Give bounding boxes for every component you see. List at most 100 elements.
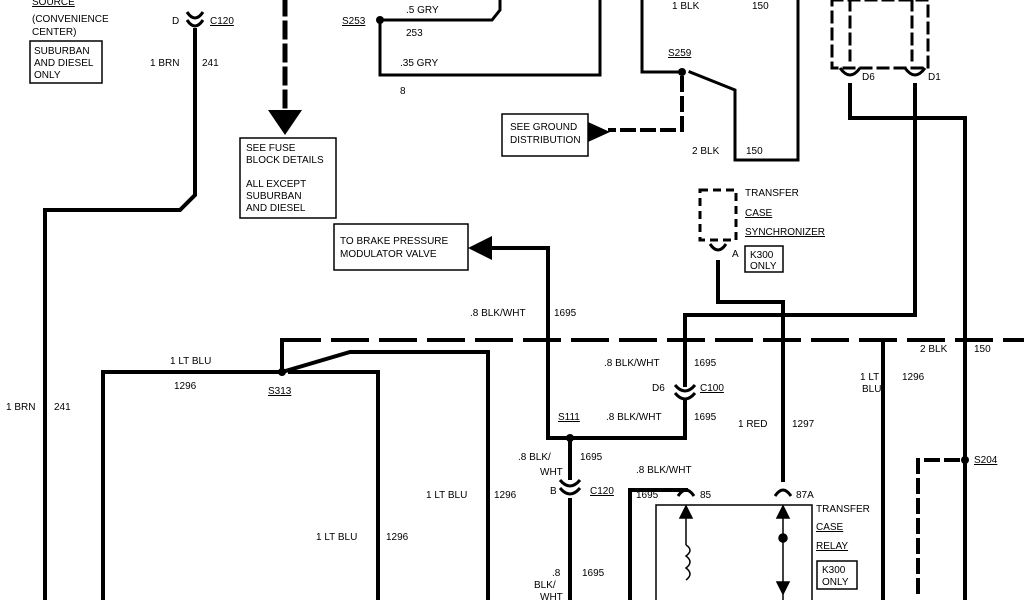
wire-8blk-left-2: WHT [540, 467, 563, 478]
wire-1red-label: 1 RED [738, 419, 767, 430]
k300-box-relay [816, 560, 858, 590]
sync-label-3: SYNCHRONIZER [745, 227, 825, 238]
brake-arrow [468, 236, 492, 260]
wire-8-bottom-label: .8 [552, 568, 561, 579]
s204-dot [961, 456, 969, 464]
wire-ltblu-s313-down [279, 338, 490, 600]
brake-note-box [333, 223, 469, 271]
wire-8blkwht-relay-label: .8 BLK/WHT [636, 465, 692, 476]
s313-dot [278, 368, 286, 376]
relay-up-arrow-left [678, 504, 694, 519]
relay-pin-87a: 87A [796, 490, 814, 501]
wire-1296-b-label: 1296 [494, 490, 517, 501]
wire-8blkwht-s111-label: .8 BLK/WHT [606, 412, 662, 423]
s253-dot [376, 16, 384, 24]
s259-dot [678, 68, 686, 76]
suburban-line-1: SUBURBAN [34, 46, 90, 57]
wire-241-left-label: 241 [54, 402, 71, 413]
connector-box-dashed [830, 0, 930, 70]
c120-top-symbol [185, 11, 205, 28]
k300-relay-2: ONLY [822, 577, 849, 588]
s259-label: S259 [668, 48, 692, 59]
brake-note-2: MODULATOR VALVE [340, 249, 437, 260]
sync-label-2: CASE [745, 208, 773, 219]
c120-top-label: C120 [210, 16, 234, 27]
wire-blk-bottom-1: BLK/ [534, 580, 556, 591]
k300-box-top [744, 245, 784, 273]
wire-1695-left-label: 1695 [580, 452, 603, 463]
ground-arrow [588, 122, 610, 142]
wire-1296-c-label: 1296 [386, 532, 409, 543]
wires [43, 0, 1024, 600]
conv-center-line-2: CENTER) [32, 27, 76, 38]
wire-s204-dashed [916, 458, 960, 600]
relay-85-symbol [676, 488, 696, 497]
wire-relay-85 [628, 488, 688, 600]
wire-brn-top-label: 1 BRN [150, 58, 179, 69]
sync-label-1: TRANSFER [745, 188, 799, 199]
wire-1695-relay-label: 1695 [636, 490, 659, 501]
relay-pin-85: 85 [700, 490, 712, 501]
c100-label: C100 [700, 383, 724, 394]
wire-35gry-label: .35 GRY [400, 58, 438, 69]
splices [278, 16, 969, 464]
wire-blk-150-top-right [688, 0, 800, 162]
c100-symbol [673, 383, 697, 401]
c120-mid-label: C120 [590, 486, 614, 497]
connectors [185, 11, 927, 497]
k300-relay-1: K300 [822, 565, 846, 576]
synchronizer-dashed-box [698, 188, 738, 242]
s253-label: S253 [342, 16, 366, 27]
wire-1695-c100-label: 1695 [694, 358, 717, 369]
relay-87a-symbol [773, 488, 793, 497]
wire-brake [488, 246, 550, 440]
wire-8-label: 8 [400, 86, 406, 97]
wire-ltblu-s313-left [101, 370, 282, 600]
suburban-note-box [29, 40, 103, 84]
s204-label: S204 [974, 455, 998, 466]
wire-ground-dashed [608, 76, 684, 132]
sync-pin-label: A [732, 249, 739, 260]
suburban-line-2: AND DIESEL [34, 58, 94, 69]
wire-blk-150-top [640, 0, 684, 74]
wire-253-label: 253 [406, 28, 423, 39]
wire-ltblu-right-1: 1 LT [860, 372, 879, 383]
fuse-note-2: BLOCK DETAILS [246, 155, 324, 166]
boxes [29, 40, 858, 600]
wire-1296-a-label: 1296 [174, 381, 197, 392]
wire-ltblu-s313-right [288, 370, 380, 600]
wire-brn-241 [43, 28, 197, 600]
relay-label-1: TRANSFER [816, 504, 870, 515]
c120-top-pin: D [172, 16, 179, 27]
wire-1695-bottom-label: 1695 [582, 568, 605, 579]
suburban-line-3: ONLY [34, 70, 61, 81]
relay-contact-dot [778, 533, 788, 543]
wire-1blk-label: 1 BLK [672, 1, 700, 12]
wire-150-right-label: 150 [974, 344, 991, 355]
wire-c100-s111 [546, 398, 687, 440]
arrows [268, 110, 610, 260]
wire-blk-150-right [848, 83, 967, 600]
d6-top-label: D6 [862, 72, 875, 83]
wire-ltblu-c-label: 1 LT BLU [316, 532, 357, 543]
wire-gry-253 [378, 0, 502, 22]
relay-up-arrow-right [775, 504, 791, 519]
wire-2blk-right-label: 2 BLK [920, 344, 948, 355]
wire-2blk-mid-label: 2 BLK [692, 146, 720, 157]
sync-pin-symbol [708, 243, 728, 252]
fuse-note-box [239, 137, 337, 219]
wire-blk-wht-d1 [683, 83, 917, 387]
fuse-note-3: ALL EXCEPT [246, 179, 306, 190]
wire-red-1297 [716, 260, 785, 482]
wire-ltblu-b-label: 1 LT BLU [426, 490, 467, 501]
s111-dot [566, 434, 574, 442]
fuse-note-5: AND DIESEL [246, 203, 306, 214]
d1-top-symbol [903, 67, 927, 77]
wire-1296-right-label: 1296 [902, 372, 925, 383]
brake-note-1: TO BRAKE PRESSURE [340, 236, 449, 247]
wire-d6-d1-dashed [848, 0, 914, 62]
source-title: SOURCE [32, 0, 75, 8]
ground-note-2: DISTRIBUTION [510, 135, 581, 146]
wire-8blk-left-1: .8 BLK/ [518, 452, 551, 463]
wire-ltblu-a-label: 1 LT BLU [170, 356, 211, 367]
